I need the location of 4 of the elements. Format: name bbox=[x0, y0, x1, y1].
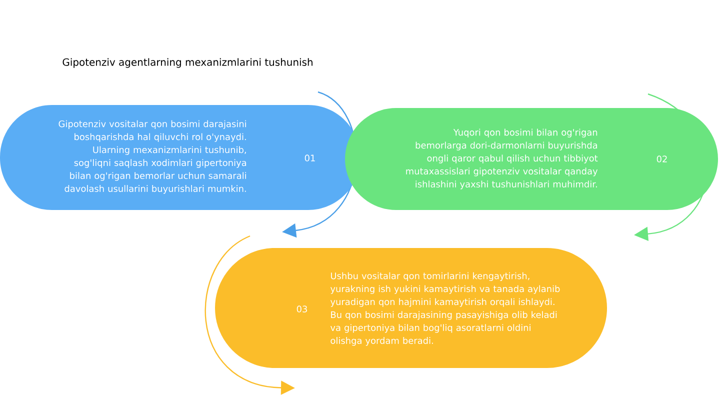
title: Gipotenziv agentlarning mexanizmlarini tushunish bbox=[62, 58, 312, 68]
rounded-card: Gipotenziv vositalar qon bosimi darajasini boshqarishda hal qiluvchi rol o'ynaydi. Ularning mexanizmlarini tushunib, sog'liqni saqlash xodimlari gipertoniya bilan og'rigan bemorlar uchun samarali davolash usullarini buyurishlari mumkin. 01 bbox=[0, 105, 360, 210]
rounded-card: Yuqori qon bosimi bilan og'rigan bemorlarga dori-darmonlarni buyurishda ongli qaror qabul qilish uchun tibbiyot mutaxassislari gipotenziv vositalar qanday ishlashini yaxshi tushunishlari muhimdir. 02 bbox=[345, 108, 718, 210]
rounded-card: 03 Ushbu vositalar qon tomirlarini kengaytirish, yurakning ish yukini kamaytirish va tanada aylanib yuradigan qon hajmini kamaytirish orqali ishlaydi. Bu qon bosimi darajasining pasayishiga olib keladi va gipertoniya bilan bog'liq asoratlarni oldini olishga yordam beradi. bbox=[215, 248, 607, 368]
